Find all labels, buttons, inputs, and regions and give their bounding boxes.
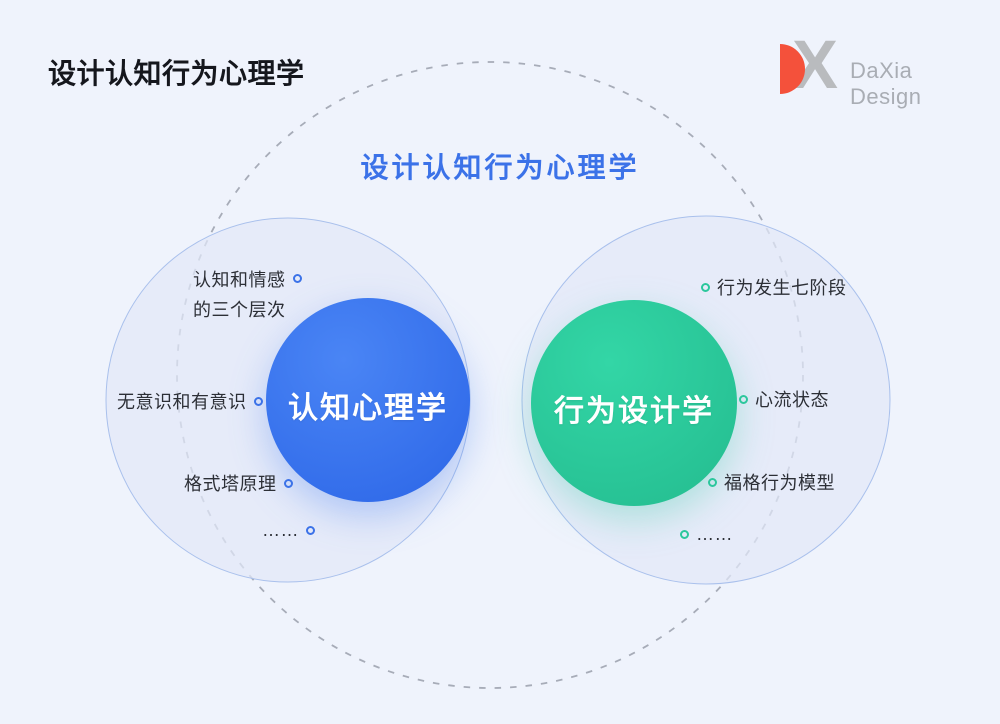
label-item-fogg-behavior-model: 福格行为模型 xyxy=(708,469,835,495)
bullet-ring-icon xyxy=(708,477,717,487)
bullet-ring-icon xyxy=(253,396,263,406)
label-item-cognition-emotion-levels: 认知和情感 的三个层次 xyxy=(193,265,302,325)
logo: X DaXia Design xyxy=(780,30,990,109)
label-item-seven-stages-of-action: 行为发生七阶段 xyxy=(701,274,847,300)
bullet-ring-icon xyxy=(283,478,293,488)
behavior-design-label: 行为设计学 xyxy=(554,395,714,428)
bullet-ring-icon xyxy=(292,274,302,283)
label-text: 格式塔原理 xyxy=(184,474,277,494)
label-item-gestalt-principle: 格式塔原理 xyxy=(184,470,293,496)
label-item-left-ellipsis: …… xyxy=(262,520,315,541)
label-text: 行为发生七阶段 xyxy=(717,278,847,298)
label-text: 福格行为模型 xyxy=(724,473,835,493)
diagram-center-title: 设计认知行为心理学 xyxy=(360,152,640,183)
bullet-ring-icon xyxy=(306,526,315,535)
label-text: …… xyxy=(262,520,299,540)
label-text: 认知和情感 的三个层次 xyxy=(193,270,286,320)
label-text: …… xyxy=(696,524,733,544)
bullet-ring-icon xyxy=(701,282,710,292)
page-title: 设计认知行为心理学 xyxy=(48,58,305,89)
cognitive-psychology-circle xyxy=(266,298,470,502)
label-item-right-ellipsis: …… xyxy=(680,524,733,545)
label-item-unconscious-conscious: 无意识和有意识 xyxy=(117,388,263,414)
bullet-ring-icon xyxy=(680,530,689,539)
cognitive-psychology-label: 认知心理学 xyxy=(288,392,448,425)
label-item-flow-state: 心流状态 xyxy=(739,386,829,412)
logo-brand-text: DaXia Design xyxy=(850,58,922,109)
label-text: 心流状态 xyxy=(755,390,829,410)
label-text: 无意识和有意识 xyxy=(117,392,247,412)
behavior-design-circle xyxy=(531,300,737,506)
bullet-ring-icon xyxy=(739,394,748,404)
